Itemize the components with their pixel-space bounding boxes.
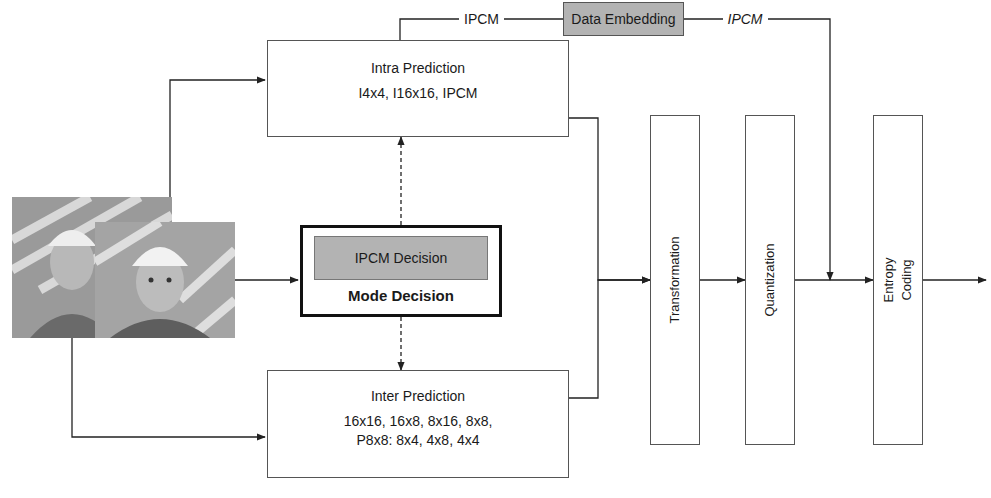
process-box: Data Embedding xyxy=(563,2,684,36)
process-box: Inter Prediction 16x16, 16x8, 8x16, 8x8, … xyxy=(267,370,569,478)
node-title: Inter Prediction xyxy=(278,387,558,406)
process-box: Intra PredictionI4x4, I16x16, IPCM xyxy=(267,40,569,137)
edge-label: IPCM xyxy=(459,11,504,28)
process-box: IPCM Decision xyxy=(314,236,488,280)
node-detail: 16x16, 16x8, 8x16, 8x8, P8x8: 8x4, 4x8, … xyxy=(328,412,508,450)
edge-label: IPCM xyxy=(723,11,768,28)
flow-arrow xyxy=(569,280,650,398)
decision-box: Mode Decision IPCM Decision xyxy=(300,225,502,317)
node-title: Transformation xyxy=(666,130,684,430)
node-title: Entropy Coding xyxy=(880,245,915,315)
node-title: Data Embedding xyxy=(565,10,681,29)
node-title: Mode Decision xyxy=(303,286,499,306)
dashed-arrow xyxy=(400,317,401,370)
flow-arrow xyxy=(795,279,873,280)
stage-box: Entropy Coding xyxy=(873,115,923,445)
flow-arrow xyxy=(569,118,650,280)
video-frame-front xyxy=(95,222,235,338)
node-title: Intra Prediction xyxy=(278,59,558,78)
stage-box: Quantization xyxy=(745,115,795,445)
node-title: Quantization xyxy=(761,130,779,430)
dashed-arrow xyxy=(400,137,401,225)
node-title: IPCM Decision xyxy=(349,249,454,268)
node-detail: I4x4, I16x16, IPCM xyxy=(278,84,558,103)
stage-box: Transformation xyxy=(650,115,700,445)
flow-arrow xyxy=(700,279,745,280)
